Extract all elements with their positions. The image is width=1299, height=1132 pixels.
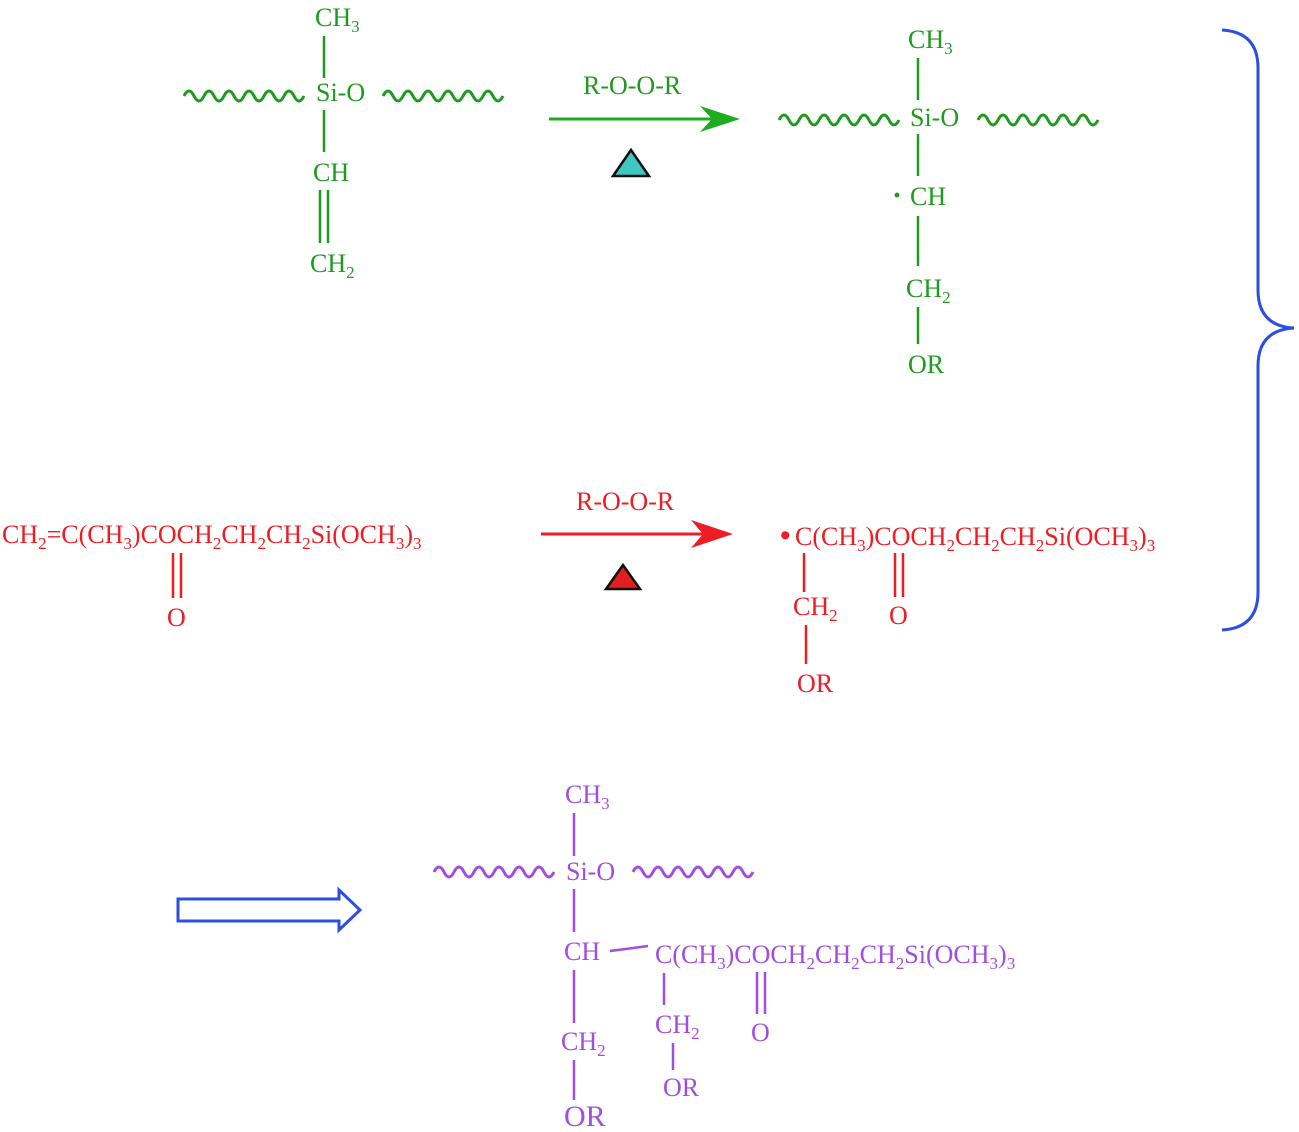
reactant2-oxygen-label: O xyxy=(167,603,186,632)
heat-triangle-icon xyxy=(610,147,652,178)
polymer-chain-right-wave xyxy=(976,113,1100,127)
reaction2-reagent-label: R-O-O-R xyxy=(576,487,675,516)
reaction1-arrow-group: R-O-O-R xyxy=(549,71,740,178)
final-graft-formula: C(CH3)COCH2CH2CH2Si(OCH3)3 xyxy=(655,940,1015,973)
polymer-chain-right-wave xyxy=(381,89,505,103)
reactant1-ch-label: CH xyxy=(313,158,349,187)
final-sio-label: Si-O xyxy=(566,857,615,886)
radical-dot: • xyxy=(780,519,791,552)
reaction2-reactant: CH2=C(CH3)COCH2CH2CH2Si(OCH3)3 O xyxy=(2,520,421,632)
product2-or-label: OR xyxy=(797,669,834,698)
final-or-left-label: OR xyxy=(564,1100,606,1132)
radical-dot: · xyxy=(892,179,902,212)
product1-sio-label: Si-O xyxy=(910,103,959,132)
result-arrow-icon xyxy=(176,886,363,934)
reactant1-sio-label: Si-O xyxy=(316,78,365,107)
product2-ch2-label: CH2 xyxy=(793,592,838,625)
product2-oxygen-label: O xyxy=(889,601,908,630)
reaction2-arrow-head xyxy=(691,520,733,548)
final-ch2-right-label: CH2 xyxy=(655,1010,700,1043)
polymer-chain-left-wave xyxy=(432,865,556,879)
reaction1-arrow-head xyxy=(700,106,740,132)
reaction2-arrow-group: R-O-O-R xyxy=(541,487,733,591)
final-ch3-label: CH3 xyxy=(565,780,610,813)
reaction1-reactant: CH3 Si-O CH CH2 xyxy=(182,3,505,282)
reaction1-reagent-label: R-O-O-R xyxy=(583,71,682,100)
product1-or-label: OR xyxy=(908,350,945,379)
final-oxygen-label: O xyxy=(751,1018,770,1047)
product1-ch2-label: CH2 xyxy=(906,274,951,307)
bond-ch-c-graft xyxy=(609,944,649,953)
product1-ch-label: CH xyxy=(910,182,946,211)
reaction1-product: CH3 Si-O · CH CH2 OR xyxy=(777,25,1100,379)
product1-ch3-label: CH3 xyxy=(908,25,953,58)
final-ch-label: CH xyxy=(564,937,600,966)
reaction2-product: • C(CH3)COCH2CH2CH2Si(OCH3)3 CH2 OR O xyxy=(780,519,1155,698)
reactant1-ch3-label: CH3 xyxy=(315,3,360,36)
final-or-right-label: OR xyxy=(663,1073,700,1102)
polymer-chain-left-wave xyxy=(777,113,901,127)
reactant1-ch2-label: CH2 xyxy=(310,249,355,282)
polymer-chain-left-wave xyxy=(182,89,306,103)
product2-formula: C(CH3)COCH2CH2CH2Si(OCH3)3 xyxy=(795,522,1155,555)
reactant2-formula: CH2=C(CH3)COCH2CH2CH2Si(OCH3)3 xyxy=(2,520,421,553)
final-ch2-left-label: CH2 xyxy=(561,1027,606,1060)
grouping-brace xyxy=(1221,28,1295,632)
final-product: CH3 Si-O CH C(CH3)COCH2CH2CH2Si(OCH3)3 C… xyxy=(432,780,1015,1132)
heat-triangle-icon xyxy=(603,562,643,591)
polymer-chain-right-wave xyxy=(631,865,755,879)
